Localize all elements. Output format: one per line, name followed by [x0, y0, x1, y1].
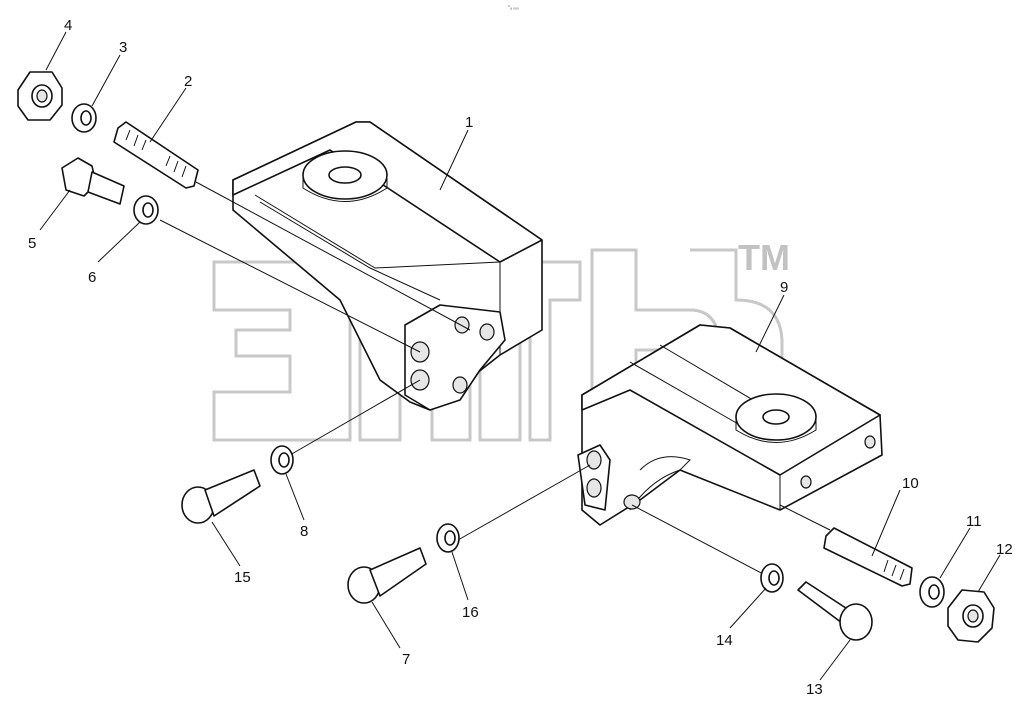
callout-5: 5 — [28, 235, 36, 252]
washer-part-8 — [270, 445, 294, 475]
washer-part-6 — [133, 195, 159, 225]
nut-part-4 — [17, 71, 63, 121]
nut-part-12 — [947, 589, 995, 643]
callout-11: 11 — [966, 513, 982, 530]
washer-part-16 — [436, 523, 460, 553]
callout-10: 10 — [902, 475, 919, 492]
callout-numbers: 4 3 2 1 5 6 9 10 11 12 8 15 16 7 14 13 — [28, 17, 1013, 698]
washer-part-3 — [71, 103, 97, 133]
callout-16: 16 — [462, 604, 479, 621]
assembly-lines — [159, 181, 831, 576]
watermark-trademark: TM — [738, 237, 790, 278]
stud-part-2 — [113, 121, 199, 189]
header-mark: °ₐ ₒₒₒ — [508, 5, 519, 11]
bracket-part-9 — [577, 324, 883, 526]
bracket-part-1 — [232, 121, 543, 411]
callout-7: 7 — [402, 651, 410, 668]
callout-9: 9 — [780, 279, 788, 296]
washer-part-14 — [760, 563, 784, 593]
callout-13: 13 — [806, 681, 823, 698]
callout-6: 6 — [88, 269, 96, 286]
bolt-part-7 — [347, 547, 427, 604]
callout-14: 14 — [716, 632, 733, 649]
bolt-part-5 — [61, 157, 125, 205]
callout-4: 4 — [64, 17, 72, 34]
callout-1: 1 — [465, 114, 473, 131]
callout-3: 3 — [119, 39, 127, 56]
washer-part-11 — [919, 576, 945, 608]
callout-2: 2 — [184, 73, 192, 90]
bolt-part-13 — [797, 581, 873, 641]
callout-15: 15 — [234, 569, 251, 586]
stud-part-10 — [823, 527, 913, 587]
bolt-part-15 — [181, 469, 261, 524]
callout-12: 12 — [996, 541, 1013, 558]
callout-leaders — [39, 31, 1001, 681]
callout-8: 8 — [300, 523, 308, 540]
